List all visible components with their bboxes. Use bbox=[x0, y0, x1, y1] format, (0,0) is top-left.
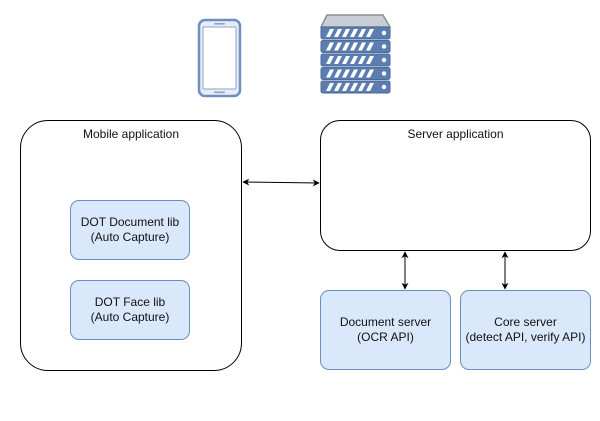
server-application-box: Server application bbox=[320, 120, 591, 251]
document-server-box: Document server (OCR API) bbox=[320, 290, 451, 370]
core-server-box: Core server (detect API, verify API) bbox=[460, 290, 591, 370]
dot-face-lib-sublabel: (Auto Capture) bbox=[90, 310, 170, 324]
dot-document-lib-sublabel: (Auto Capture) bbox=[90, 230, 170, 244]
smartphone-icon bbox=[197, 18, 242, 98]
mobile-server-arrow bbox=[242, 178, 320, 187]
server-application-title: Server application bbox=[407, 127, 504, 141]
server-rack-icon bbox=[319, 14, 392, 94]
dot-document-lib-box: DOT Document lib (Auto Capture) bbox=[70, 200, 190, 260]
document-server-label: Document server bbox=[339, 315, 432, 329]
core-server-label: Core server bbox=[494, 315, 557, 329]
mobile-application-title: Mobile application bbox=[82, 127, 180, 141]
dot-face-lib-label: DOT Face lib bbox=[94, 295, 166, 309]
dot-face-lib-box: DOT Face lib (Auto Capture) bbox=[70, 280, 190, 340]
dot-document-lib-label: DOT Document lib bbox=[80, 215, 180, 229]
document-server-sublabel: (OCR API) bbox=[357, 330, 414, 344]
core-server-sublabel: (detect API, verify API) bbox=[465, 330, 586, 344]
